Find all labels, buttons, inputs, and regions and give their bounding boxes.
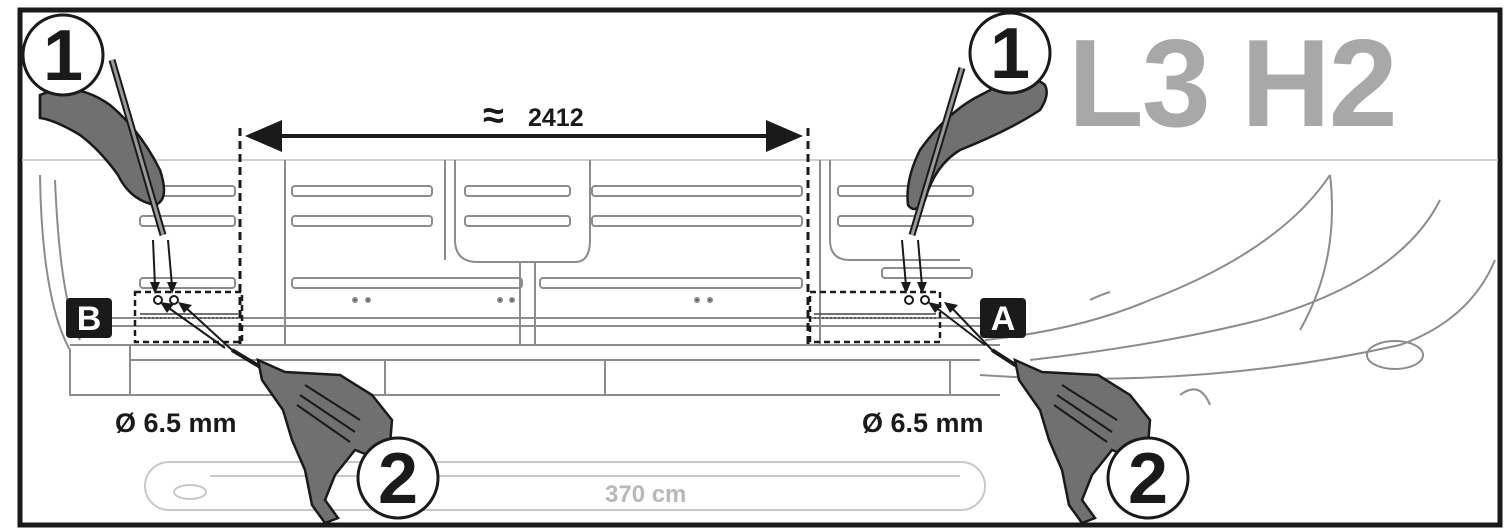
drill-hole-left-1 — [153, 295, 163, 305]
hand-pencil-right-icon — [906, 66, 1048, 237]
dimension-approx-symbol: ≈ — [483, 95, 504, 137]
drill-hole-left-2 — [169, 295, 179, 305]
svg-text:1: 1 — [43, 16, 83, 96]
drill-hole-right-1 — [904, 295, 914, 305]
awning-length-label: 370 cm — [605, 481, 686, 508]
drill-arrows — [160, 302, 993, 351]
mark-arrows — [150, 239, 927, 294]
dimension-value-label: 2412 — [528, 104, 584, 132]
bracket-right — [808, 290, 942, 344]
point-label-a: A — [980, 298, 1026, 338]
drill-size-label-right: Ø 6.5 mm — [862, 408, 984, 438]
drill-left-icon — [230, 348, 394, 525]
drill-right-icon — [990, 348, 1152, 525]
svg-text:A: A — [991, 300, 1016, 338]
point-label-b: B — [66, 298, 112, 338]
svg-text:B: B — [77, 300, 102, 338]
step-1-left-badge: 1 — [21, 13, 105, 97]
step-2-right-badge: 2 — [1106, 436, 1190, 520]
bracket-left — [133, 290, 244, 344]
awning-outline — [144, 461, 986, 511]
drill-hole-right-2 — [920, 295, 930, 305]
svg-text:1: 1 — [990, 14, 1030, 94]
hand-pencil-left-icon — [38, 59, 167, 236]
svg-text:2: 2 — [1128, 439, 1168, 519]
diagram-frame — [17, 7, 1503, 528]
step-1-right-badge: 1 — [968, 11, 1052, 95]
dimension-guides — [238, 128, 810, 345]
drill-size-label-left: Ø 6.5 mm — [115, 408, 237, 438]
dimension-arrow — [245, 120, 803, 152]
model-code-title: L3 H2 — [1068, 15, 1396, 153]
svg-text:2: 2 — [378, 439, 418, 519]
step-2-left-badge: 2 — [356, 436, 440, 520]
